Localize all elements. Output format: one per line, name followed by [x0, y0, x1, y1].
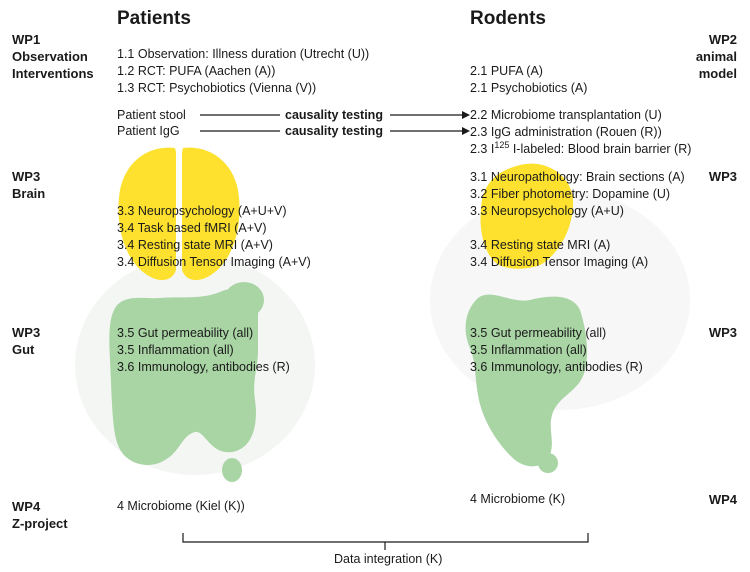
list-item: 3.5 Gut permeability (all) [470, 326, 607, 340]
list-item: 3.1 Neuropathology: Brain sections (A) [470, 170, 685, 184]
wp3-gut-label-right: WP3 [708, 325, 737, 340]
causality-label-igg: causality testing [285, 124, 383, 138]
list-item: 2.2 Microbiome transplantation (U) [470, 108, 662, 122]
list-item: 3.6 Immunology, antibodies (R) [470, 360, 643, 374]
list-item: 3.5 Inflammation (all) [470, 343, 587, 357]
list-item: 3.4 Diffusion Tensor Imaging (A) [470, 255, 649, 269]
wp4-label-right: WP4 [708, 492, 737, 507]
list-item: 1.2 RCT: PUFA (Aachen (A)) [117, 64, 276, 78]
rodent-gut-illustration [465, 294, 588, 473]
list-item: 1.3 RCT: Psychobiotics (Vienna (V)) [117, 81, 317, 95]
wp2-label: WP2 animal model [695, 32, 737, 81]
rodents-brain-list: 3.1 Neuropathology: Brain sections (A) 3… [470, 169, 685, 220]
list-item: 3.6 Immunology, antibodies (R) [117, 360, 290, 374]
list-item: 2.1 PUFA (A) [470, 64, 543, 78]
list-item: 3.5 Gut permeability (all) [117, 326, 254, 340]
integration-bracket [182, 533, 589, 543]
patients-wp1-list: 1.1 Observation: Illness duration (Utrec… [117, 46, 369, 97]
list-item: 3.5 Inflammation (all) [117, 343, 234, 357]
rodent-brain-illustration [480, 163, 574, 269]
patients-microbiome: 4 Microbiome (Kiel (K)) [117, 499, 245, 513]
list-item: 3.4 Resting state MRI (A) [470, 238, 611, 252]
wp3-gut-label: WP3 Gut [12, 325, 41, 357]
rodents-header: Rodents [470, 8, 546, 29]
list-item: 3.4 Task based fMRI (A+V) [117, 221, 267, 235]
rodents-brain-list-2: 3.4 Resting state MRI (A) 3.4 Diffusion … [470, 237, 648, 271]
wp3-brain-label-right: WP3 [708, 169, 737, 184]
causality-arrows [200, 111, 470, 135]
patients-header: Patients [117, 8, 191, 29]
list-item: 3.4 Diffusion Tensor Imaging (A+V) [117, 255, 311, 269]
wp3-brain-label: WP3 Brain [12, 169, 46, 201]
patients-gut-list: 3.5 Gut permeability (all) 3.5 Inflammat… [117, 325, 290, 376]
patients-brain-list: 3.3 Neuropsychology (A+U+V) 3.4 Task bas… [117, 203, 311, 271]
list-item: 3.2 Fiber photometry: Dopamine (U) [470, 187, 671, 201]
list-item: 2.3 IgG administration (Rouen (R)) [470, 125, 662, 139]
causality-label-stool: causality testing [285, 108, 383, 122]
list-item: 3.4 Resting state MRI (A+V) [117, 238, 273, 252]
wp4-label: WP4 Z-project [12, 499, 68, 531]
list-item: 2.1 Psychobiotics (A) [470, 81, 588, 95]
list-item: 3.3 Neuropsychology (A+U+V) [117, 204, 287, 218]
rodents-transfer-list: 2.2 Microbiome transplantation (U) 2.3 I… [470, 107, 691, 158]
list-item-bbb: 2.3 I125 I-labeled: Blood brain barrier … [470, 139, 692, 156]
rodents-gut-list: 3.5 Gut permeability (all) 3.5 Inflammat… [470, 325, 643, 376]
wp1-label: WP1 Observation Interventions [12, 32, 94, 81]
patient-stool-label: Patient stool [117, 108, 186, 122]
patient-igg-label: Patient IgG [117, 124, 180, 138]
list-item: 3.3 Neuropsychology (A+U) [470, 204, 624, 218]
rodents-microbiome: 4 Microbiome (K) [470, 492, 566, 506]
patient-gut-illustration [109, 282, 264, 482]
list-item: 1.1 Observation: Illness duration (Utrec… [117, 47, 370, 61]
rodents-wp2-list: 2.1 PUFA (A) 2.1 Psychobiotics (A) [470, 63, 587, 97]
data-integration-label: Data integration (K) [334, 552, 443, 566]
patient-brain-illustration [118, 147, 240, 281]
